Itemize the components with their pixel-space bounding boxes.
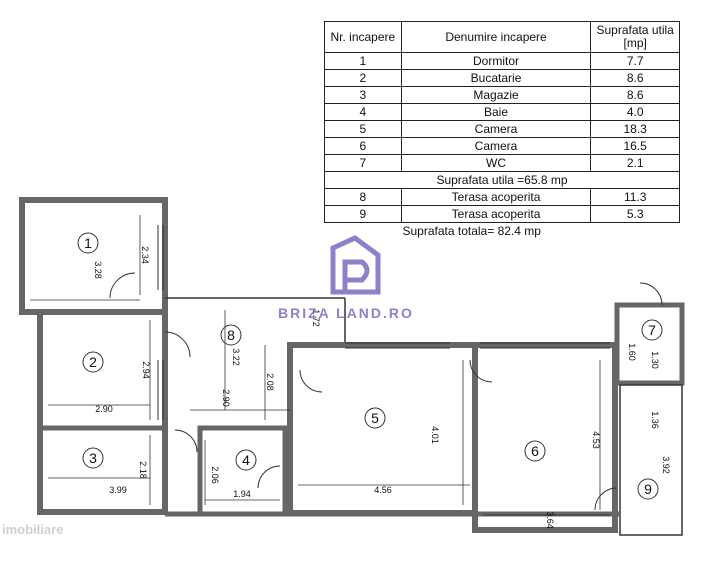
room-number: 6	[531, 443, 539, 459]
exterior-walls	[19, 197, 685, 536]
door-swing	[594, 487, 618, 511]
dimension-label: 3.28	[93, 261, 103, 279]
room-number: 8	[227, 327, 235, 343]
door-swing	[109, 272, 136, 299]
dimension-label: 2.08	[265, 373, 275, 391]
room-number: 9	[644, 481, 652, 497]
col-header-nr: Nr. incapere	[324, 21, 402, 53]
door-swing	[469, 359, 493, 383]
room-number: 2	[89, 354, 97, 370]
dimension-label: 3.64	[545, 511, 555, 529]
dimension-label: 1.36	[650, 411, 660, 429]
room-table: Nr. incapere Denumire incapere Suprafata…	[324, 21, 680, 239]
dimension-label: 1.60	[627, 343, 637, 361]
room-number: 1	[84, 235, 92, 251]
watermark-text: BRIZA LAND.RO	[278, 305, 414, 321]
dimension-label: 1.72	[311, 309, 321, 327]
corner-watermark: imobiliare	[2, 522, 64, 537]
wall-rooms-2-3	[37, 309, 168, 515]
logo-icon	[330, 235, 381, 295]
wall-room-7	[614, 302, 685, 386]
dimension-label: 3.99	[109, 485, 127, 495]
row-name: Terasa acoperita	[400, 205, 592, 223]
dimension-label: 2.34	[140, 246, 150, 264]
dimension-label: 2.18	[138, 461, 148, 479]
dimension-label: 3.92	[661, 456, 671, 474]
row-name: Bucatarie	[400, 69, 592, 87]
room-number: 4	[242, 452, 250, 468]
dimension-label: 2.90	[95, 404, 113, 414]
row-area: 18.3	[590, 120, 680, 138]
row-name: Camera	[400, 120, 592, 138]
dimension-label: 3.22	[231, 348, 241, 366]
door-swing	[639, 282, 663, 306]
total-row: Suprafata totala= 82.4 mp	[324, 222, 680, 239]
dimension-label: 4.56	[374, 485, 392, 495]
dimension-label: 2.94	[141, 361, 151, 379]
door-swing	[164, 331, 191, 358]
door-swing	[257, 465, 281, 489]
row-nr: 9	[324, 205, 402, 223]
col-header-name: Denumire incapere	[400, 21, 592, 53]
room-number: 3	[89, 450, 97, 466]
dimension-label: 2.06	[210, 466, 220, 484]
dimension-label: 4.53	[591, 431, 601, 449]
row-name: Magazie	[400, 86, 592, 104]
room-number: 7	[648, 322, 656, 338]
door-swing	[299, 369, 323, 393]
row-area: 5.3	[590, 205, 680, 223]
dimension-label: 4.01	[430, 426, 440, 444]
dimension-label: 2.90	[221, 389, 231, 407]
room-number: 5	[371, 410, 379, 426]
door-swing	[174, 429, 198, 453]
dimension-label: 1.30	[650, 351, 660, 369]
dimension-label: 1.94	[233, 489, 251, 499]
wall-room-6	[472, 342, 618, 533]
wall-room-9	[619, 384, 683, 536]
row-name: Terasa acoperita	[400, 188, 592, 206]
